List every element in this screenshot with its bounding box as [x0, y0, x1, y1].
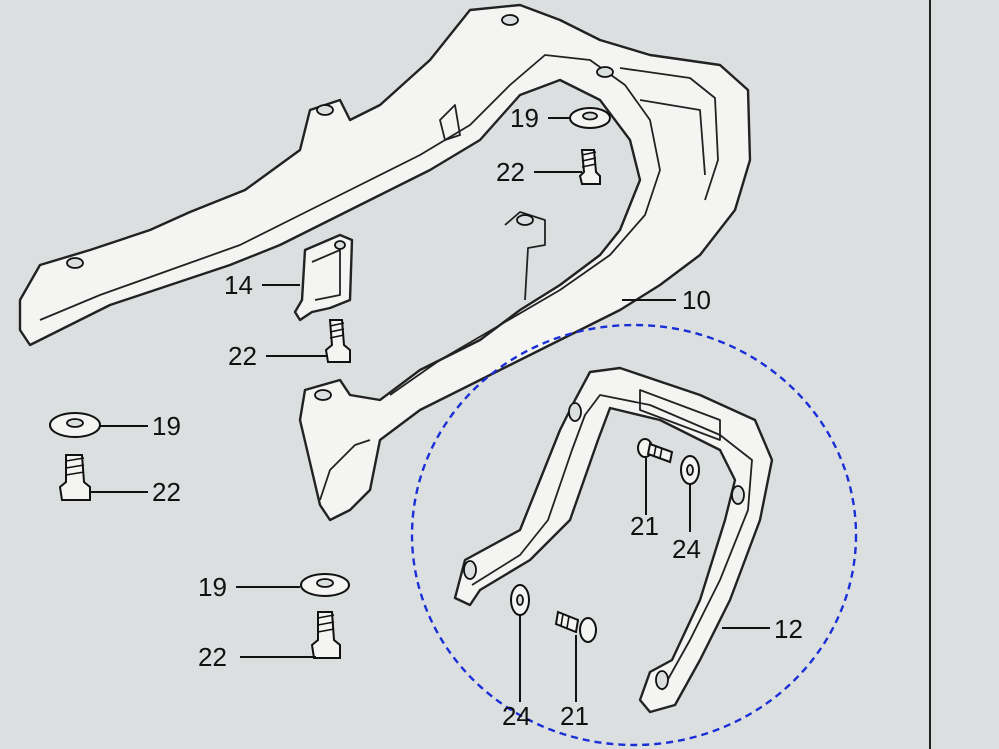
callout-24: 24: [672, 534, 701, 564]
callout-21: 21: [630, 511, 659, 541]
screw-22-left: [58, 454, 91, 501]
callout-21: 21: [560, 701, 589, 731]
bolt-21-lower: [554, 610, 597, 643]
washer-19-bottom: [300, 573, 350, 597]
part-14-bracket: [293, 233, 354, 322]
screw-22-bracket: [324, 319, 351, 363]
screw-22-bottom: [310, 611, 341, 659]
washer-19-left: [49, 412, 101, 438]
callout-22: 22: [198, 642, 227, 672]
leader-lines: [90, 117, 770, 702]
callout-10: 10: [682, 285, 711, 315]
callout-14: 14: [224, 270, 253, 300]
callout-19: 19: [510, 103, 539, 133]
callout-24: 24: [502, 701, 531, 731]
washer-24-upper: [680, 455, 700, 485]
callout-19: 19: [152, 411, 181, 441]
callout-22: 22: [496, 157, 525, 187]
callout-22: 22: [228, 341, 257, 371]
washer-19-top: [569, 107, 611, 129]
washer-24-lower: [510, 584, 530, 616]
callout-12: 12: [774, 614, 803, 644]
screw-22-top: [578, 149, 601, 185]
callout-22: 22: [152, 477, 181, 507]
bolt-21-upper: [637, 438, 674, 464]
part-12-grab-bar: [453, 366, 774, 714]
part-10-rear-frame: [18, 3, 752, 522]
highlight-circle: [410, 323, 858, 747]
callout-19: 19: [198, 572, 227, 602]
